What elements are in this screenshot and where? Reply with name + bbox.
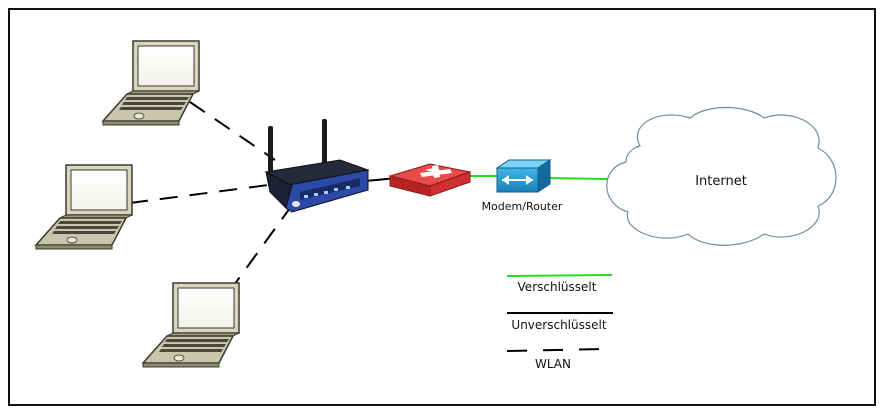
legend-wlan-label: WLAN — [535, 357, 571, 371]
wlan-link-laptop-3 — [228, 207, 291, 293]
legend-wlan-line — [506, 348, 608, 352]
modem-router-icon — [495, 159, 552, 193]
legend-unencrypted-label: Unverschlüsselt — [511, 318, 606, 332]
wlan-link-laptop-2 — [129, 183, 277, 204]
modem-router-label: Modem/Router — [482, 200, 563, 213]
internet-label: Internet — [695, 174, 747, 189]
legend: Verschlüsselt Unverschlüsselt WLAN — [506, 274, 613, 371]
firewall-icon — [388, 163, 472, 197]
laptop-icon — [35, 164, 133, 250]
wireless-router-icon — [264, 119, 370, 213]
cloud-icon — [606, 106, 837, 246]
legend-encrypted-line — [506, 274, 613, 277]
legend-encrypted-label: Verschlüsselt — [518, 280, 597, 294]
encrypted-link-modem-internet — [545, 177, 609, 180]
wlan-link-laptop-1 — [189, 101, 276, 161]
laptop-icon — [142, 282, 240, 368]
laptop-icon — [102, 40, 200, 126]
